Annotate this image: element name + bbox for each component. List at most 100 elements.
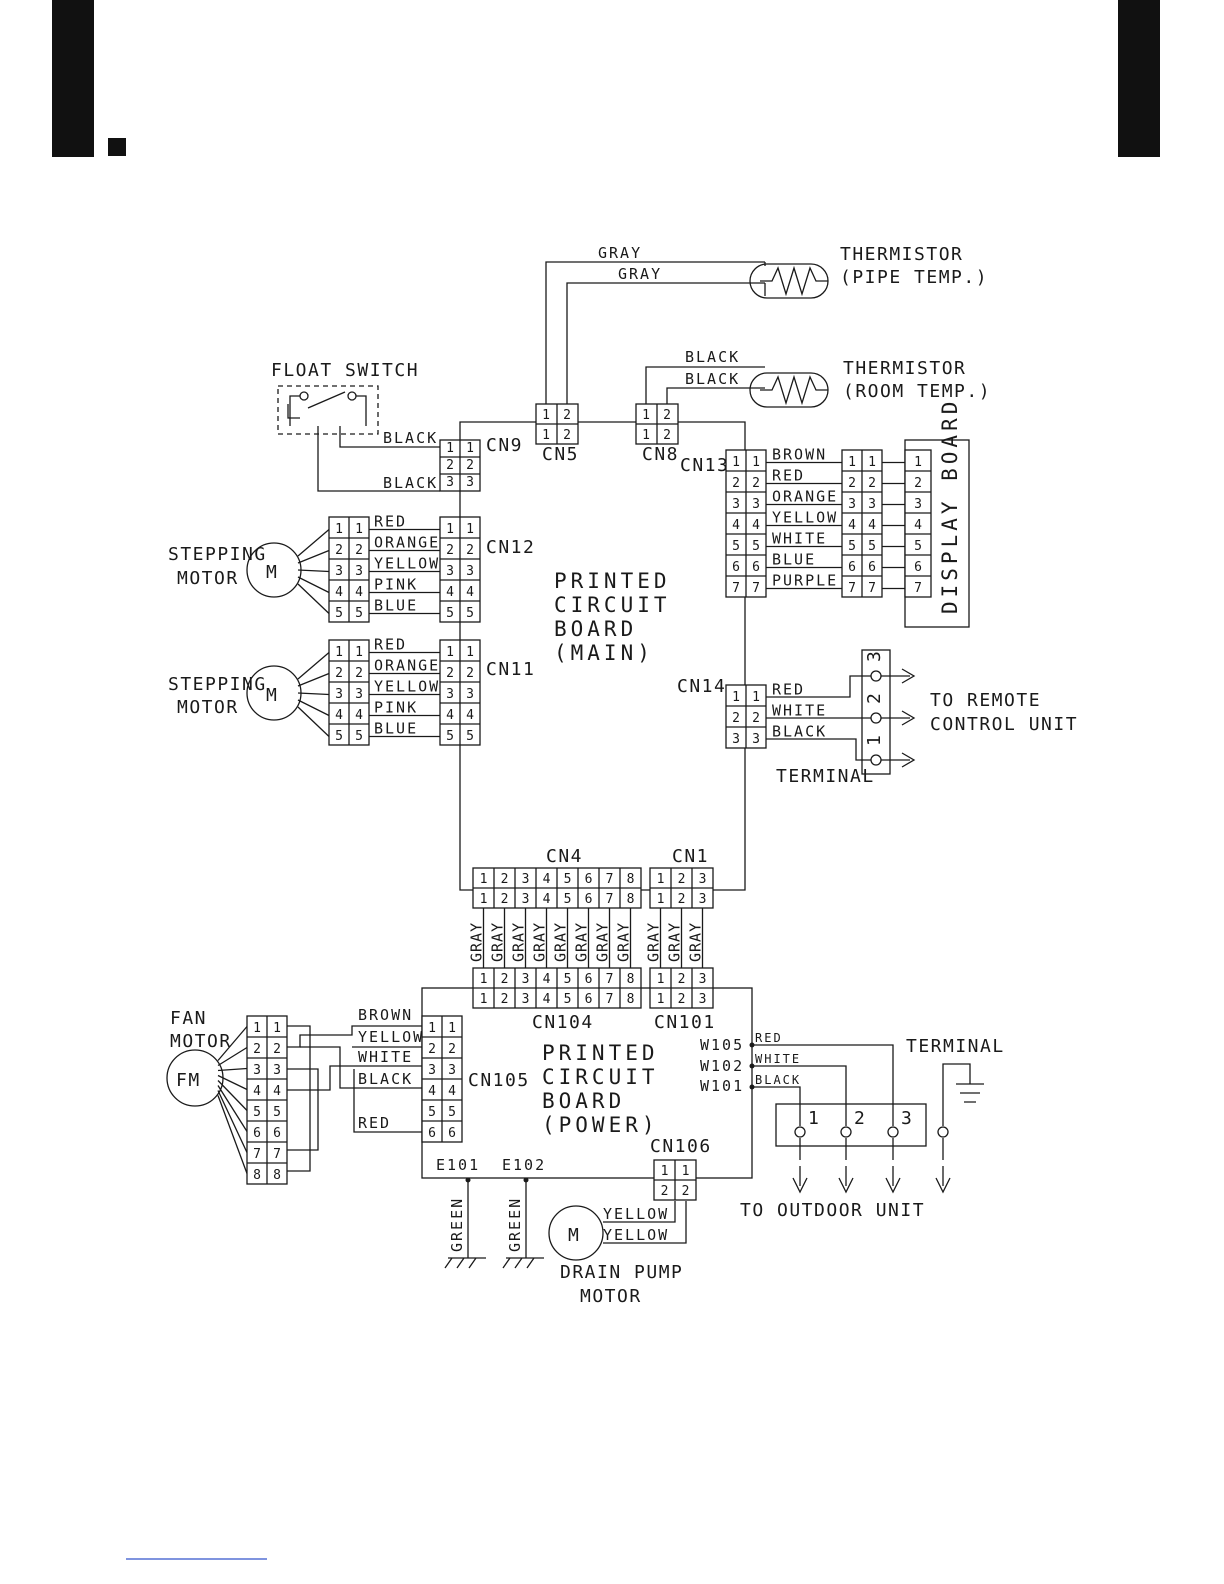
wire-label: WHITE <box>772 530 827 548</box>
resistor-symbol <box>760 374 828 406</box>
pin-number: 3 <box>732 732 740 747</box>
wire-label: BLUE <box>374 597 418 615</box>
pin-number: 5 <box>752 539 760 554</box>
wire-label: GRAY <box>573 922 591 962</box>
svg-text:MOTOR: MOTOR <box>177 697 239 718</box>
pin-number: 4 <box>355 708 363 723</box>
pin-number: 6 <box>448 1126 456 1141</box>
pin-number: 7 <box>606 992 614 1007</box>
pin-number: 2 <box>678 872 686 887</box>
wire-label: YELLOW <box>374 678 440 696</box>
wire-label: BROWN <box>772 446 827 464</box>
wire-label: RED <box>374 513 407 531</box>
pin-number: 3 <box>522 992 530 1007</box>
pin-number: 6 <box>273 1126 281 1141</box>
svg-text:GREEN: GREEN <box>448 1197 466 1252</box>
wire-label: PURPLE <box>772 572 838 590</box>
pin-number: 5 <box>335 606 343 621</box>
pin-number: 3 <box>355 564 363 579</box>
pin-number: 3 <box>446 687 454 702</box>
pin-number: 2 <box>868 476 876 491</box>
pin-number: 1 <box>914 455 922 470</box>
pin-number: 4 <box>448 1084 456 1099</box>
wire-label: YELLOW <box>358 1028 424 1046</box>
svg-text:W101: W101 <box>700 1077 744 1095</box>
pin-number: 6 <box>428 1126 436 1141</box>
pin-number: 5 <box>428 1105 436 1120</box>
wire-label: ORANGE <box>374 534 440 552</box>
pin-number: 2 <box>752 476 760 491</box>
svg-text:THERMISTOR: THERMISTOR <box>840 244 963 265</box>
wire-label: BROWN <box>358 1006 413 1024</box>
wire-label: BLUE <box>374 720 418 738</box>
pin-number: 2 <box>446 458 454 473</box>
power-board-label: PRINTED CIRCUIT BOARD (POWER) <box>542 1041 655 1137</box>
terminal-screw <box>937 1126 949 1138</box>
pin-number: 1 <box>848 455 856 470</box>
pin-number: 5 <box>466 729 474 744</box>
wire-label: RED <box>374 636 407 654</box>
svg-text:BLACK: BLACK <box>685 370 740 388</box>
main-board-label: PRINTED CIRCUIT BOARD (MAIN) <box>554 569 667 665</box>
pin-number: 6 <box>585 992 593 1007</box>
pin-number: 2 <box>501 872 509 887</box>
wire-label: WHITE <box>772 702 827 720</box>
wire-label: BLACK <box>772 723 827 741</box>
pin-number: 2 <box>501 992 509 1007</box>
pin-number: 2 <box>732 711 740 726</box>
pin-number: 3 <box>335 564 343 579</box>
pin-number: 8 <box>273 1168 281 1183</box>
earth-symbol <box>942 1063 984 1126</box>
pin-number: 1 <box>446 645 454 660</box>
pin-number: 5 <box>466 606 474 621</box>
terminal-screw <box>870 754 882 766</box>
pin-number: 1 <box>868 455 876 470</box>
pin-number: 3 <box>273 1063 281 1078</box>
pin-number: 3 <box>699 972 707 987</box>
pin-number: 4 <box>466 585 474 600</box>
svg-text:1: 1 <box>642 428 650 443</box>
pin-number: 7 <box>606 892 614 907</box>
wire-label: BLACK <box>358 1070 413 1088</box>
right-edge-bar <box>1118 0 1160 157</box>
pin-number: 3 <box>355 687 363 702</box>
pin-number: 3 <box>335 687 343 702</box>
pin-number: 2 <box>335 666 343 681</box>
pin-number: 4 <box>752 518 760 533</box>
pin-number: 3 <box>699 992 707 1007</box>
svg-text:M: M <box>266 685 278 706</box>
pin-number: 1 <box>480 972 488 987</box>
pin-number: 4 <box>732 518 740 533</box>
pin-number: 1 <box>466 522 474 537</box>
wire-label: GRAY <box>489 922 507 962</box>
wire-label: ORANGE <box>772 488 838 506</box>
svg-text:BOARD: BOARD <box>542 1089 625 1113</box>
pin-number: 1 <box>480 872 488 887</box>
pin-number: 8 <box>627 992 635 1007</box>
pin-number: 5 <box>914 539 922 554</box>
earth-connections: E101 E102 GREEN GREEN <box>436 1156 544 1269</box>
pin-number: 3 <box>699 872 707 887</box>
gray-harness: CN4 CN1 CN104 CN101 11223344556677881122… <box>468 846 715 1033</box>
svg-text:GREEN: GREEN <box>506 1197 524 1252</box>
pin-number: 1 <box>355 645 363 660</box>
wire-label: GRAY <box>645 922 663 962</box>
pin-number: 3 <box>752 497 760 512</box>
pin-number: 1 <box>657 892 665 907</box>
svg-text:BLACK: BLACK <box>685 348 740 366</box>
svg-text:YELLOW: YELLOW <box>603 1226 669 1244</box>
pin-number: 4 <box>446 708 454 723</box>
terminal-number: 2 <box>854 1108 866 1129</box>
pin-number: 6 <box>585 872 593 887</box>
pin-number: 2 <box>466 666 474 681</box>
pin-number: 3 <box>699 892 707 907</box>
pin-number: 7 <box>752 581 760 596</box>
ground-symbol <box>502 1257 544 1269</box>
pin-number: 1 <box>480 992 488 1007</box>
